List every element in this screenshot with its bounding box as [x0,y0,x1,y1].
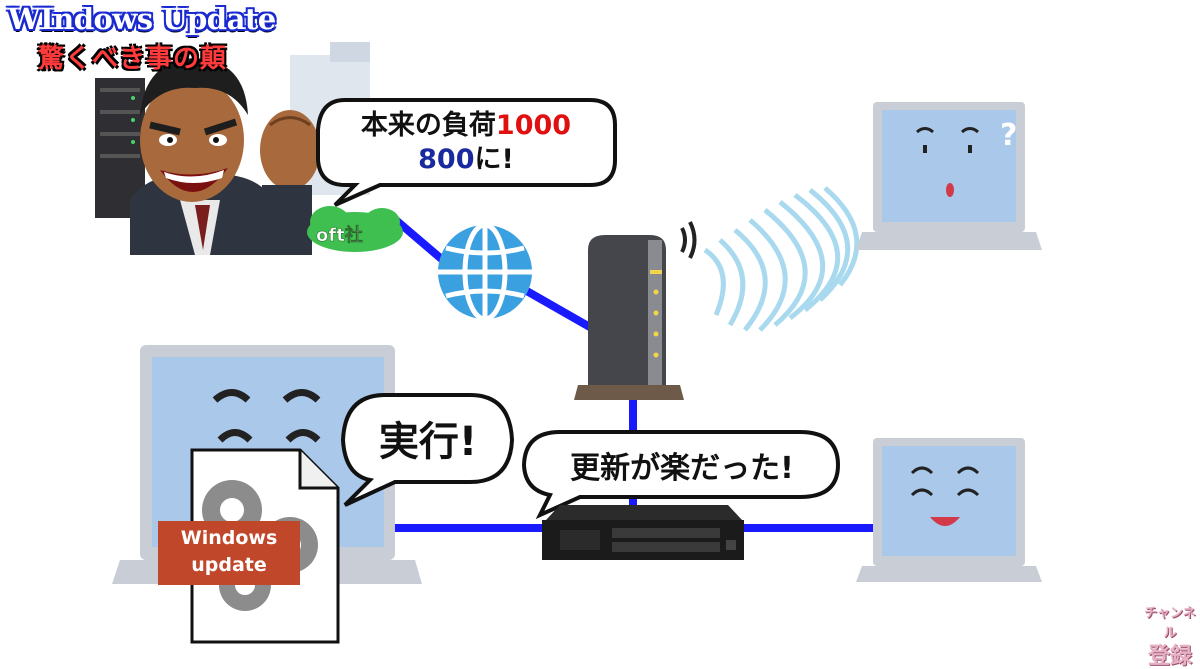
load-original-value: 1000 [496,110,571,141]
video-title: WIndows Update [8,2,276,36]
easy-text: 更新が楽だった! [570,451,794,486]
load-text-line2: 800に! [418,144,514,175]
load-new-value: 800 [418,144,474,175]
windows-update-label: Windows update [158,521,300,585]
speech-bubble-execute [340,393,515,507]
execute-text: 実行! [379,419,477,465]
load-prefix: 本来の負荷 [361,110,496,141]
windows-update-label-line1: Windows [180,527,278,549]
router-icon [574,221,697,400]
network-switch-icon [542,505,744,560]
speech-bubble-easy [521,430,841,520]
load-suffix: に! [475,144,514,175]
laptop-bottom-right [856,438,1042,582]
windows-update-label-line2: update [191,554,267,576]
company-cloud [307,206,403,252]
laptop-top-right [856,102,1042,250]
company-label: oft社 [316,224,363,246]
question-mark-icon: ? [1000,118,1017,153]
video-subtitle: 驚くべき事の顛 [38,44,228,74]
channel-label: チャンネル [1144,606,1196,641]
load-text-line1: 本来の負荷1000 [361,110,571,141]
subscribe-label: 登録 [1147,643,1192,669]
speech-bubble-load [316,98,617,207]
channel-subscribe-button[interactable]: チャンネル 登録 [1143,604,1197,668]
globe-icon [438,222,532,322]
wifi-waves-icon [703,186,860,332]
angry-businessman-character [130,58,320,255]
